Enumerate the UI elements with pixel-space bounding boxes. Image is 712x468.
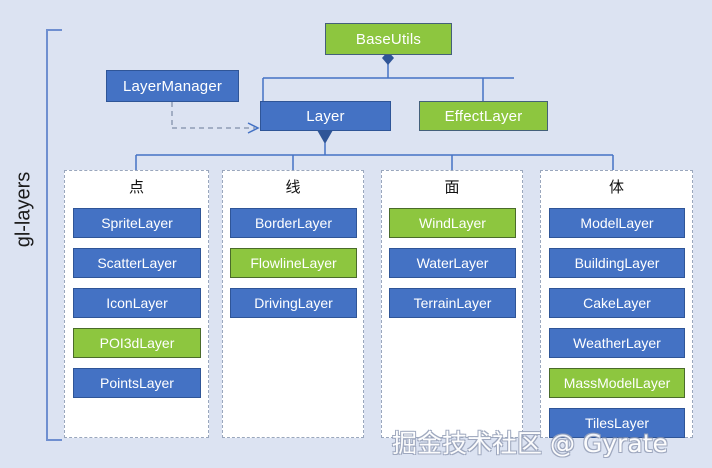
- column-title: 体: [608, 178, 624, 196]
- layer-item-label: IconLayer: [106, 295, 168, 311]
- layer-item-label: BuildingLayer: [574, 255, 660, 271]
- layer-item-label: BorderLayer: [254, 215, 333, 231]
- group-label: gl-layers: [12, 171, 35, 248]
- layer-item-label: WindLayer: [419, 215, 486, 231]
- layer-item[interactable]: IconLayer: [73, 288, 201, 318]
- layer-item[interactable]: CakeLayer: [549, 288, 685, 318]
- layer-item-label: MassModelLayer: [563, 375, 671, 391]
- layer-item[interactable]: ModelLayer: [549, 208, 685, 238]
- layer-item[interactable]: TerrainLayer: [389, 288, 516, 318]
- layer-item-label: PointsLayer: [100, 375, 174, 391]
- node-layer[interactable]: Layer: [260, 101, 391, 131]
- layer-item[interactable]: TilesLayer: [549, 408, 685, 438]
- layer-item-label: ScatterLayer: [97, 255, 177, 271]
- column-title: 线: [285, 178, 301, 196]
- layer-item-label: CakeLayer: [583, 295, 651, 311]
- column-title: 点: [128, 178, 144, 196]
- layer-item-label: TilesLayer: [584, 415, 650, 431]
- layer-item[interactable]: DrivingLayer: [230, 288, 357, 318]
- layer-item[interactable]: PointsLayer: [73, 368, 201, 398]
- node-base-utils[interactable]: BaseUtils: [325, 23, 452, 55]
- layer-item-label: FlowlineLayer: [250, 255, 337, 271]
- node-layer-label: Layer: [306, 107, 345, 125]
- layer-item[interactable]: FlowlineLayer: [230, 248, 357, 278]
- node-layer-manager[interactable]: LayerManager: [106, 70, 239, 102]
- layer-item[interactable]: BorderLayer: [230, 208, 357, 238]
- layer-item-label: TerrainLayer: [413, 295, 492, 311]
- layer-item-label: POI3dLayer: [99, 335, 175, 351]
- layer-item[interactable]: SpriteLayer: [73, 208, 201, 238]
- layer-item-label: SpriteLayer: [101, 215, 173, 231]
- layer-item[interactable]: BuildingLayer: [549, 248, 685, 278]
- layer-item-label: DrivingLayer: [254, 295, 333, 311]
- node-effect-layer-label: EffectLayer: [444, 107, 523, 125]
- layer-item-label: WaterLayer: [416, 255, 489, 271]
- layer-item[interactable]: POI3dLayer: [73, 328, 201, 358]
- layer-item[interactable]: MassModelLayer: [549, 368, 685, 398]
- node-layer-manager-label: LayerManager: [122, 77, 223, 95]
- node-base-utils-label: BaseUtils: [355, 30, 422, 48]
- layer-item[interactable]: WaterLayer: [389, 248, 516, 278]
- group-bracket: [46, 29, 62, 441]
- layer-item-label: WeatherLayer: [573, 335, 661, 351]
- layer-item[interactable]: WindLayer: [389, 208, 516, 238]
- node-effect-layer[interactable]: EffectLayer: [419, 101, 548, 131]
- watermark: 掘金技术社区 @ Gyrate: [392, 429, 668, 458]
- layer-item-label: ModelLayer: [580, 215, 654, 231]
- layer-item[interactable]: ScatterLayer: [73, 248, 201, 278]
- layer-item[interactable]: WeatherLayer: [549, 328, 685, 358]
- column-title: 面: [444, 178, 460, 196]
